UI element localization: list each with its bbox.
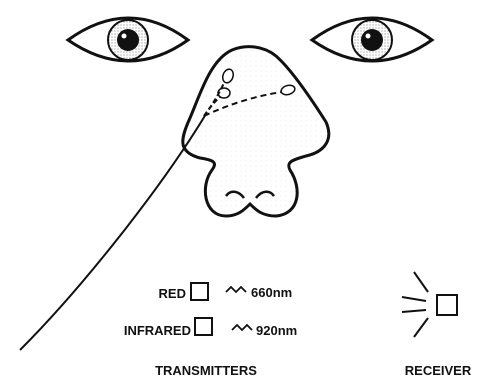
red-transmitter: RED 660nm xyxy=(159,283,293,301)
infrared-emitter-box xyxy=(195,318,212,335)
wave-icon xyxy=(226,287,246,292)
infrared-transmitter: INFRARED 920nm xyxy=(124,318,297,338)
infrared-wavelength: 920nm xyxy=(256,323,297,338)
receiver-box xyxy=(437,295,457,315)
light-emitting-receiver-icon xyxy=(402,272,457,337)
red-label: RED xyxy=(159,286,186,301)
receiver-caption: RECEIVER xyxy=(405,363,472,378)
transmitters-caption: TRANSMITTERS xyxy=(155,363,257,378)
left-eye-icon xyxy=(68,18,188,61)
red-emitter-box xyxy=(191,283,208,300)
right-eye-icon xyxy=(312,18,432,61)
nose-icon xyxy=(183,47,329,216)
infrared-label: INFRARED xyxy=(124,323,191,338)
sensor-cable xyxy=(20,114,206,350)
red-wavelength: 660nm xyxy=(251,285,292,300)
wave-icon xyxy=(232,325,252,330)
